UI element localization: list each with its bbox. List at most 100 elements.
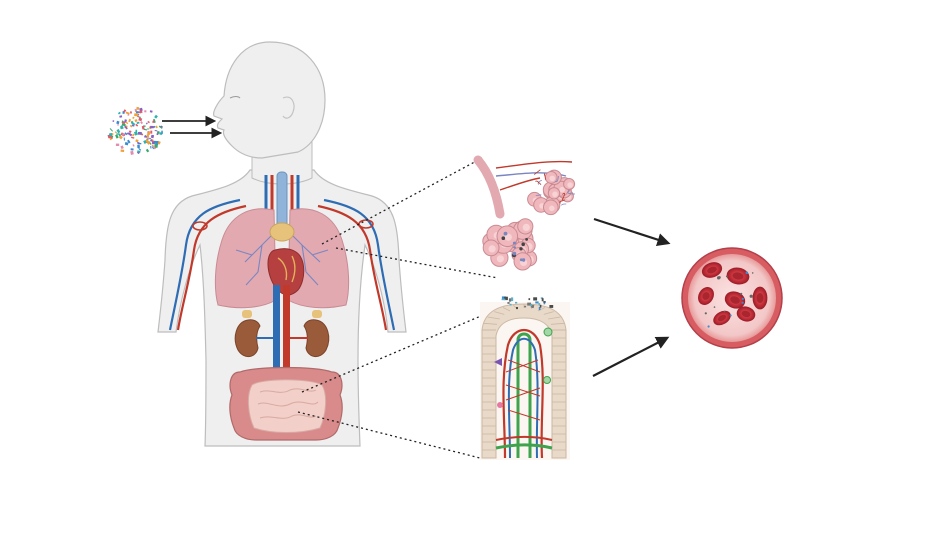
zoom-lines: [297, 157, 499, 459]
airborne-particles: [107, 106, 163, 155]
particle: [120, 149, 125, 152]
particle: [127, 139, 131, 144]
particle: [124, 132, 128, 136]
trapped-particle: [521, 242, 525, 247]
gut-particle: [549, 305, 554, 308]
blood-particle: [723, 310, 726, 313]
particle: [150, 125, 154, 129]
gut-particle: [515, 301, 518, 304]
red-blood-cell-center: [741, 310, 751, 318]
blood-particle: [740, 292, 743, 295]
gut-particle: [533, 297, 538, 301]
epithelial-cell-divider: [487, 316, 500, 320]
human-body: [157, 41, 407, 447]
gut-particle: [509, 303, 512, 306]
red-blood-cell-center: [730, 296, 740, 304]
particle: [119, 115, 123, 118]
particle: [126, 132, 130, 135]
trapped-particle: [519, 258, 523, 262]
blood-particles: [704, 271, 754, 328]
particle: [109, 135, 113, 139]
gut-particle: [527, 302, 531, 306]
villus-marker-purple: [494, 358, 502, 366]
base-artery: [495, 436, 553, 441]
particle: [156, 133, 159, 136]
trapped-particle: [501, 236, 506, 240]
zoom-line-lung-top: [321, 157, 483, 245]
red-blood-cell-center: [756, 293, 764, 303]
particle: [135, 123, 139, 127]
particle: [154, 114, 158, 119]
gut-particle: [543, 301, 546, 303]
gut-particle: [538, 307, 541, 311]
particle: [116, 120, 120, 125]
aorta: [283, 285, 290, 395]
particle: [117, 123, 119, 126]
particle: [129, 125, 133, 128]
particle: [132, 116, 135, 120]
goblet-cell-top: [543, 327, 553, 337]
particle: [139, 107, 143, 112]
particle: [131, 121, 136, 126]
blood-particle: [729, 314, 732, 317]
particle: [130, 136, 135, 139]
particle: [140, 121, 144, 125]
particle: [138, 132, 142, 135]
capillary-strand: [533, 169, 541, 175]
blood-particle: [749, 294, 753, 298]
blood-particle: [741, 297, 744, 300]
gut-particle: [508, 298, 512, 302]
particle: [123, 109, 127, 113]
particle: [132, 144, 135, 147]
gut-particle: [501, 296, 506, 299]
particle: [112, 120, 115, 122]
particle: [136, 141, 140, 144]
capillary-strand: [561, 192, 566, 201]
red-blood-cells: [698, 262, 768, 326]
particle: [137, 143, 142, 145]
alveolus-lumen: [496, 255, 504, 263]
particle: [134, 108, 138, 113]
villus-particles: [501, 296, 554, 311]
gut-particle: [530, 303, 533, 307]
particle: [121, 120, 124, 123]
blood-particle: [718, 276, 721, 279]
particle: [150, 138, 154, 141]
gut-particle: [510, 299, 513, 302]
particle: [124, 142, 129, 146]
alveolus-lumen: [549, 175, 555, 182]
blood-particle: [741, 301, 744, 304]
capillary-strand: [559, 199, 566, 204]
particle: [133, 131, 139, 136]
particle: [130, 148, 134, 151]
particle: [147, 128, 149, 130]
epithelial-cell-divider: [494, 311, 505, 315]
particle: [116, 129, 121, 134]
particle: [154, 130, 158, 132]
particle: [115, 143, 120, 146]
red-blood-cell-center: [702, 292, 710, 300]
epithelial-cell-divider: [502, 307, 511, 312]
particle: [127, 132, 133, 137]
alveoli-cluster-upper: [527, 169, 576, 216]
lymph-vessel: [495, 443, 553, 450]
inhalation-arrows: [162, 115, 223, 139]
particle: [128, 130, 132, 134]
alveolus-lumen: [567, 182, 573, 188]
red-blood-cell-center: [717, 314, 727, 322]
particle: [152, 141, 156, 145]
capillary-strand: [567, 190, 575, 195]
blood-particle: [713, 306, 716, 308]
capillary-strand: [543, 173, 547, 180]
particle: [120, 145, 124, 150]
particle: [157, 141, 161, 145]
particle: [154, 143, 158, 149]
red-blood-cell-center: [732, 272, 744, 280]
epithelial-cell-divider: [537, 307, 546, 312]
particle: [160, 125, 163, 128]
trapped-particle: [521, 258, 526, 262]
particle: [147, 120, 150, 124]
particle: [155, 125, 158, 129]
gut-particle: [539, 304, 542, 308]
